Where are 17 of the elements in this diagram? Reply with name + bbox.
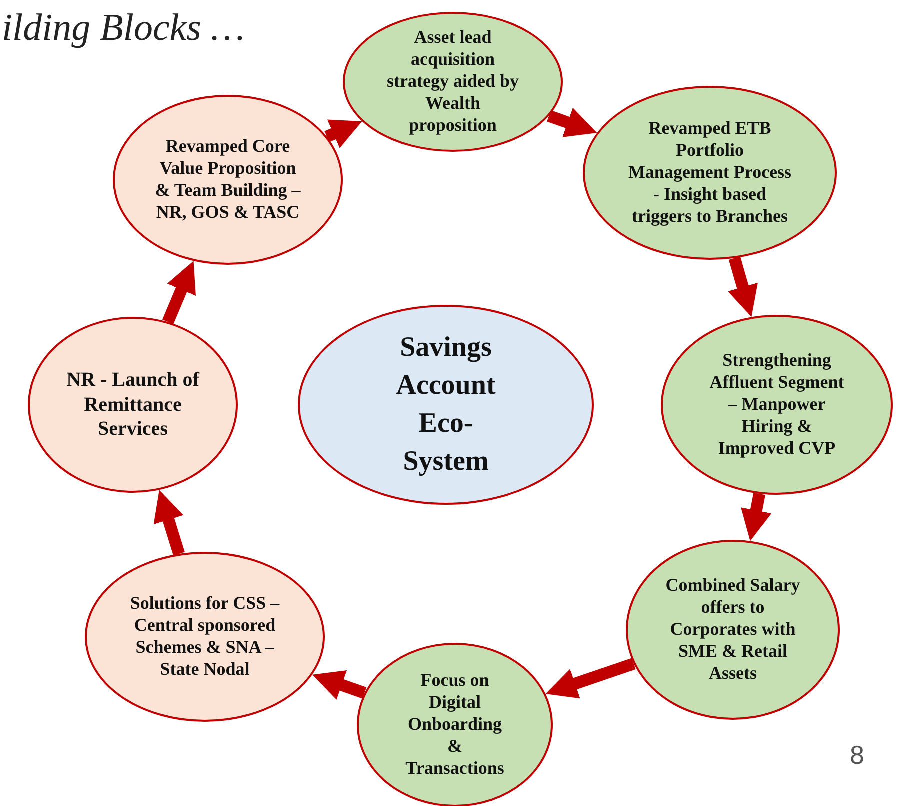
block-arrow	[547, 108, 598, 138]
block-arrow	[312, 670, 367, 700]
page-number: 8	[850, 740, 864, 771]
node-text: Strengthening Affluent Segment – Manpower Hiring & Improved CVP	[708, 350, 846, 460]
node-text: Savings Account Eco-System	[395, 331, 497, 479]
node-text: NR - Launch of Remittance Services	[66, 368, 201, 442]
node-text: Revamped ETB Portfolio Management Process - Insight based triggers to Branches	[628, 118, 792, 228]
block-arrow	[546, 658, 636, 699]
node-text: Combined Salary offers to Corporates with SME & Retail Assets	[664, 575, 802, 685]
node-text: Solutions for CSS – Central sponsored Schemes & SNA – State Nodal	[129, 593, 281, 681]
title: ilding Blocks …	[2, 6, 245, 50]
block-arrow	[324, 120, 362, 148]
block-arrow	[162, 261, 196, 324]
block-arrow	[741, 492, 772, 542]
node-text: Focus on Digital Onboarding & Transactions	[404, 670, 506, 780]
node-text: Revamped Core Value Proposition & Team Building – NR, GOS & TASC	[154, 136, 302, 224]
node-text: Asset lead acquisition strategy aided by Wealth proposition	[386, 27, 520, 137]
